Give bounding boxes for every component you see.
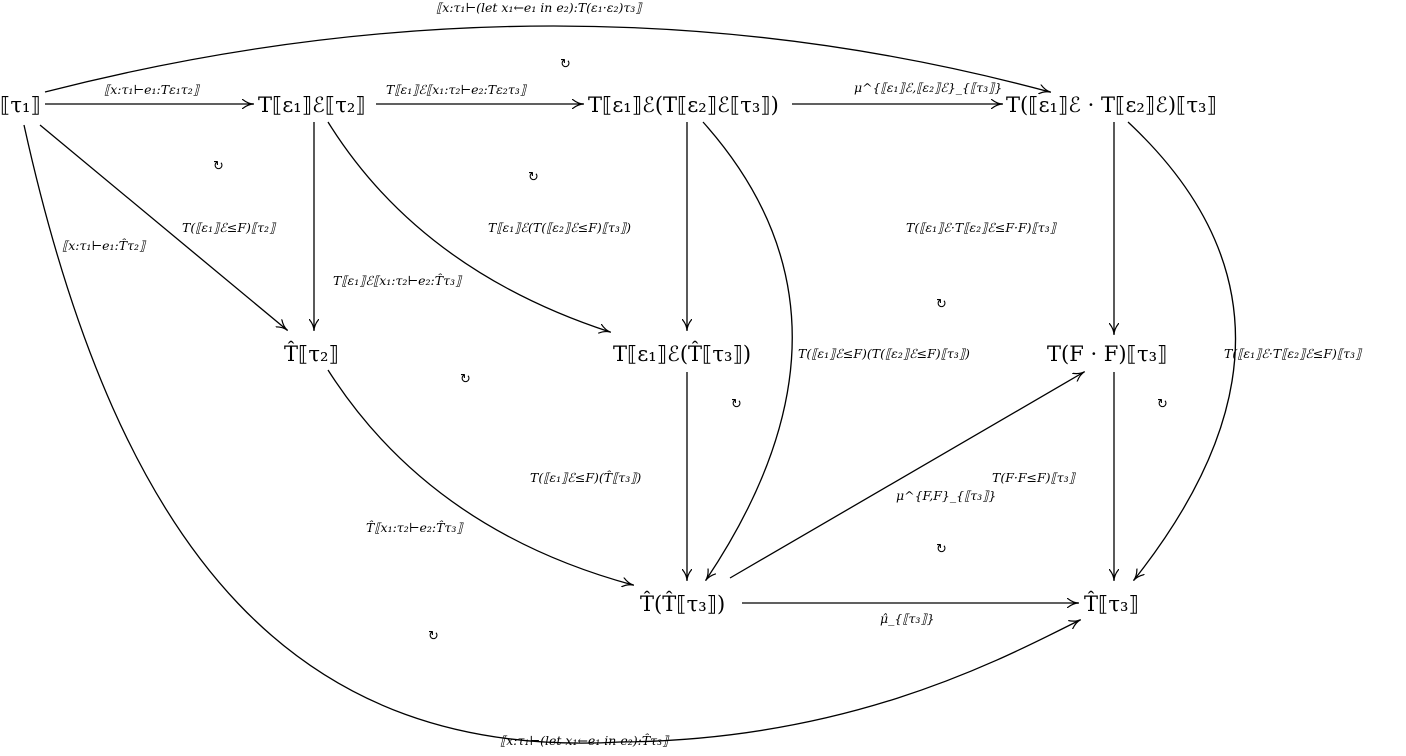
node-T-FF-tau3: T(F · F)⟦τ₃⟧ [1047,342,1167,366]
arrows [23,25,1237,744]
arrow-top-let [44,25,1050,92]
label-mu-FF: μ^{F,F}_{⟦τ₃⟧} [896,488,996,503]
label-bottom-let: ⟦x:τ₁⊢(let x₁←e₁ in e₂):T̂τ₃⟧ [500,733,670,748]
arrow-Te1tau2-to-Te1That [327,121,610,332]
commute-symbol: ↻ [936,297,947,312]
node-T-e1-That-tau3: T⟦ε₁⟧ℰ(T̂⟦τ₃⟧) [613,342,751,366]
node-tau1: ⟦τ₁⟧ [0,93,41,117]
label-That-x1: T̂⟦x₁:τ₂⊢e₂:T̂τ₃⟧ [366,520,464,535]
commute-symbol: ↻ [731,397,742,412]
label-top-let: ⟦x:τ₁⊢(let x₁←e₁ in e₂):T(ε₁·ε₂)τ₃⟧ [436,0,643,15]
arrow-tau1-to-That-tau2 [39,124,287,330]
arrow-That-tau2-to-ThatThat [327,369,633,585]
commute-symbol: ↻ [528,170,539,185]
commute-symbol: ↻ [460,372,471,387]
arrow-Te1e2-to-That-tau3-right [1127,121,1237,580]
label-big-curve-middle: T(⟦ε₁⟧ℰ≤F)(T(⟦ε₂⟧ℰ≤F)⟦τ₃⟧) [798,346,970,361]
commute-symbols: ↻ ↻ ↻ ↻ ↻ ↻ ↻ ↻ ↻ [213,57,1168,644]
label-Te1-le-F: T(⟦ε₁⟧ℰ≤F)⟦τ₂⟧ [182,220,277,235]
node-That-tau2: T̂⟦τ₂⟧ [284,342,339,366]
label-mu-hat: μ̂_{⟦τ₃⟧} [880,611,935,626]
commute-symbol: ↻ [560,57,571,72]
arrow-big-curve-middle [702,121,793,580]
label-Te1-to-Te1Te2: T⟦ε₁⟧ℰ⟦x₁:τ₂⊢e₂:Tε₂τ₃⟧ [386,82,528,97]
arrow-mu-FF [729,372,1084,579]
node-That-tau3: T̂⟦τ₃⟧ [1084,592,1139,616]
commute-symbol: ↻ [213,159,224,174]
label-Te1-T-e2-le-F: T⟦ε₁⟧ℰ(T(⟦ε₂⟧ℰ≤F)⟦τ₃⟧) [488,220,631,235]
label-e1Te2-le-FF: T(⟦ε₁⟧ℰ·T⟦ε₂⟧ℰ≤F·F)⟦τ₃⟧ [906,220,1058,235]
label-Te1-x1-That: T⟦ε₁⟧ℰ⟦x₁:τ₂⊢e₂:T̂τ₃⟧ [333,273,463,288]
commute-symbol: ↻ [1157,397,1168,412]
label-Te1-le-F-That: T(⟦ε₁⟧ℰ≤F)(T̂⟦τ₃⟧) [530,470,641,485]
label-tau1-to-That-tau2: ⟦x:τ₁⊢e₁:T̂τ₂⟧ [62,238,147,253]
commute-symbol: ↻ [428,629,439,644]
label-e1Te2-le-F-right: T(⟦ε₁⟧ℰ·T⟦ε₂⟧ℰ≤F)⟦τ₃⟧ [1224,346,1363,361]
commute-symbol: ↻ [936,542,947,557]
label-TFF-le-F: T(F·F≤F)⟦τ₃⟧ [992,470,1077,485]
node-T-e1-T-e2-tau3: T⟦ε₁⟧ℰ(T⟦ε₂⟧ℰ⟦τ₃⟧) [588,93,779,117]
node-That-That-tau3: T̂(T̂⟦τ₃⟧) [640,592,725,616]
node-T-e1-tau2: T⟦ε₁⟧ℰ⟦τ₂⟧ [258,93,366,117]
nodes: ⟦τ₁⟧ T⟦ε₁⟧ℰ⟦τ₂⟧ T⟦ε₁⟧ℰ(T⟦ε₂⟧ℰ⟦τ₃⟧) T(⟦ε₁… [0,93,1217,616]
label-tau1-to-Te1: ⟦x:τ₁⊢e₁:Tε₁τ₂⟧ [104,82,201,97]
arrow-bottom-let [23,124,1080,744]
node-T-e1e2-tau3: T(⟦ε₁⟧ℰ · T⟦ε₂⟧ℰ)⟦τ₃⟧ [1006,93,1217,117]
arrow-labels: ⟦x:τ₁⊢(let x₁←e₁ in e₂):T(ε₁·ε₂)τ₃⟧ ⟦x:τ… [62,0,1363,748]
label-mu-top: μ^{⟦ε₁⟧ℰ,⟦ε₂⟧ℰ}_{⟦τ₃⟧} [854,80,1002,95]
